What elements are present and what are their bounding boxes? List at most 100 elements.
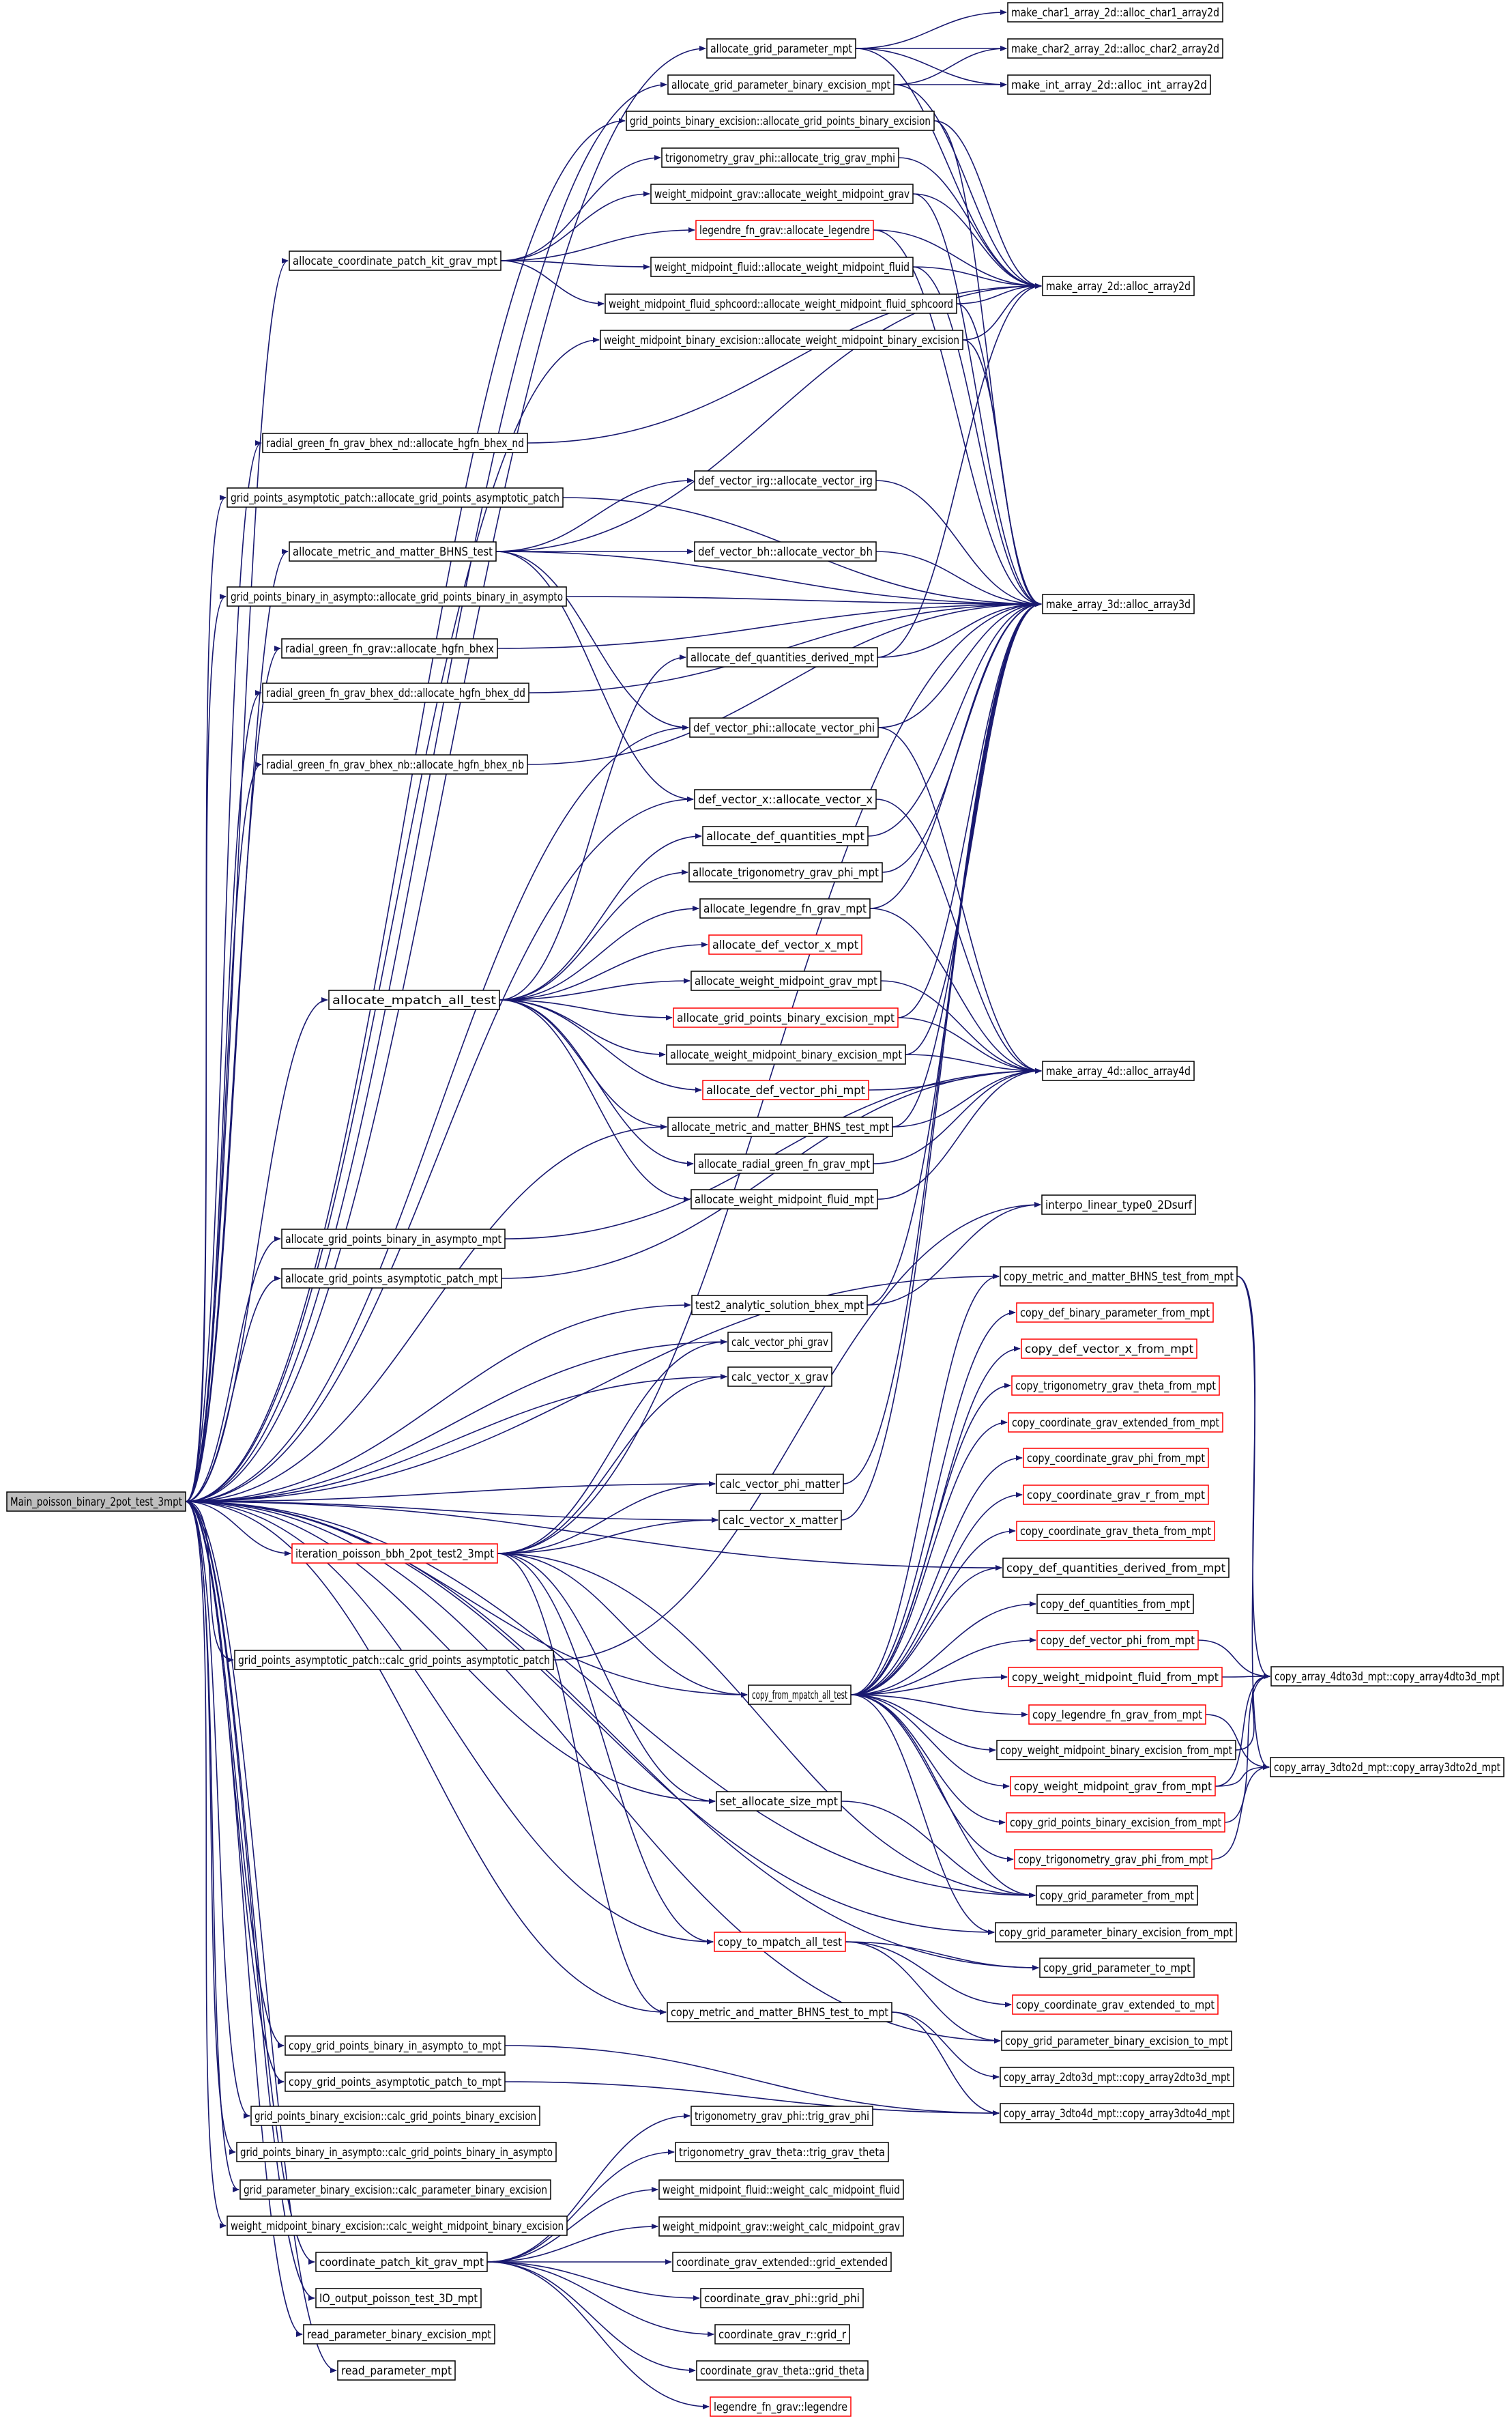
function-node[interactable]: radial_green_fn_grav::allocate_hgfn_bhex (281, 638, 498, 659)
function-node[interactable]: def_vector_x::allocate_vector_x (694, 789, 877, 809)
function-node[interactable]: copy_metric_and_matter_BHNS_test_to_mpt (667, 2002, 892, 2022)
function-node[interactable]: copy_def_binary_parameter_from_mpt (1016, 1302, 1214, 1323)
function-node[interactable]: def_vector_phi::allocate_vector_phi (689, 717, 879, 738)
function-node[interactable]: allocate_grid_parameter_binary_excision_… (667, 74, 895, 95)
function-node[interactable]: weight_midpoint_grav::weight_calc_midpoi… (658, 2216, 904, 2237)
function-node[interactable]: copy_array_2dto3d_mpt::copy_array2dto3d_… (1000, 2067, 1234, 2087)
function-node[interactable]: trigonometry_grav_phi::trig_grav_phi (690, 2106, 873, 2126)
function-node[interactable]: def_vector_bh::allocate_vector_bh (694, 541, 877, 562)
function-node[interactable]: grid_points_binary_excision::allocate_gr… (626, 111, 935, 131)
function-node[interactable]: grid_points_asymptotic_patch::calc_grid_… (234, 1650, 554, 1670)
function-node[interactable]: allocate_grid_points_binary_in_asympto_m… (281, 1229, 506, 1249)
function-node[interactable]: allocate_def_vector_x_mpt (708, 934, 862, 955)
function-node[interactable]: Main_poisson_binary_2pot_test_3mpt (6, 1491, 186, 1512)
function-node[interactable]: weight_midpoint_binary_excision::calc_we… (227, 2216, 568, 2236)
function-node[interactable]: grid_points_asymptotic_patch::allocate_g… (227, 487, 564, 508)
function-node[interactable]: grid_points_binary_excision::calc_grid_p… (250, 2106, 540, 2126)
function-node[interactable]: allocate_grid_parameter_mpt (706, 38, 856, 59)
function-node[interactable]: allocate_radial_green_fn_grav_mpt (694, 1153, 874, 1174)
function-node[interactable]: allocate_weight_midpoint_binary_excision… (666, 1044, 906, 1065)
function-node[interactable]: allocate_weight_midpoint_fluid_mpt (690, 1189, 878, 1209)
function-node[interactable]: IO_output_poisson_test_3D_mpt (315, 2288, 482, 2308)
function-node[interactable]: copy_grid_parameter_from_mpt (1036, 1885, 1198, 1906)
function-node[interactable]: allocate_weight_midpoint_grav_mpt (690, 971, 882, 991)
function-node[interactable]: weight_midpoint_grav::allocate_weight_mi… (650, 184, 914, 204)
function-node[interactable]: iteration_poisson_bbh_2pot_test2_3mpt (291, 1543, 498, 1564)
function-node[interactable]: allocate_def_vector_phi_mpt (702, 1080, 869, 1100)
function-node[interactable]: copy_weight_midpoint_binary_excision_fro… (996, 1740, 1236, 1760)
function-node[interactable]: trigonometry_grav_theta::trig_grav_theta (675, 2142, 889, 2162)
function-node[interactable]: allocate_def_quantities_derived_mpt (686, 647, 878, 668)
function-node[interactable]: copy_array_3dto2d_mpt::copy_array3dto2d_… (1270, 1757, 1504, 1777)
function-node[interactable]: copy_trigonometry_grav_theta_from_mpt (1011, 1375, 1220, 1396)
function-node[interactable]: copy_weight_midpoint_fluid_from_mpt (1008, 1667, 1223, 1687)
function-node[interactable]: copy_legendre_fn_grav_from_mpt (1028, 1704, 1206, 1725)
function-node[interactable]: copy_def_quantities_from_mpt (1036, 1594, 1194, 1614)
function-node[interactable]: copy_grid_points_binary_in_asympto_to_mp… (285, 2035, 506, 2056)
function-node[interactable]: make_array_4d::alloc_array4d (1042, 1061, 1195, 1081)
function-node[interactable]: allocate_grid_points_binary_excision_mpt (673, 1007, 899, 1028)
function-node[interactable]: allocate_grid_points_asymptotic_patch_mp… (281, 1268, 502, 1289)
function-node[interactable]: grid_points_binary_in_asympto::allocate_… (227, 586, 567, 607)
function-node[interactable]: allocate_mpatch_all_test (328, 990, 500, 1010)
function-node[interactable]: weight_midpoint_fluid_sphcoord::allocate… (605, 293, 957, 314)
function-node[interactable]: allocate_coordinate_patch_kit_grav_mpt (289, 250, 501, 271)
function-node[interactable]: grid_points_binary_in_asympto::calc_grid… (236, 2142, 557, 2162)
function-node[interactable]: radial_green_fn_grav_bhex_dd::allocate_h… (262, 683, 529, 703)
function-node[interactable]: coordinate_grav_theta::grid_theta (696, 2360, 869, 2381)
function-node[interactable]: weight_midpoint_fluid::allocate_weight_m… (650, 257, 914, 277)
function-node[interactable]: copy_from_mpatch_all_test (748, 1684, 852, 1705)
function-node[interactable]: allocate_metric_and_matter_BHNS_test_mpt (667, 1117, 893, 1137)
function-node[interactable]: def_vector_irg::allocate_vector_irg (694, 470, 877, 491)
function-node[interactable]: grid_parameter_binary_excision::calc_par… (239, 2179, 551, 2200)
function-node[interactable]: calc_vector_x_grav (727, 1366, 832, 1387)
function-node[interactable]: copy_def_vector_phi_from_mpt (1036, 1630, 1199, 1650)
function-node[interactable]: interpo_linear_type0_2Dsurf (1041, 1194, 1196, 1215)
function-node[interactable]: coordinate_grav_r::grid_r (714, 2324, 850, 2345)
function-node[interactable]: allocate_def_quantities_mpt (702, 826, 869, 846)
function-node[interactable]: radial_green_fn_grav_bhex_nd::allocate_h… (262, 433, 528, 453)
function-node[interactable]: make_char1_array_2d::alloc_char1_array2d (1007, 2, 1223, 23)
function-node[interactable]: make_char2_array_2d::alloc_char2_array2d (1007, 38, 1223, 59)
function-node[interactable]: copy_def_quantities_derived_from_mpt (1002, 1558, 1230, 1578)
function-node[interactable]: coordinate_patch_kit_grav_mpt (315, 2252, 488, 2272)
function-node[interactable]: copy_coordinate_grav_theta_from_mpt (1016, 1521, 1215, 1541)
function-node[interactable]: copy_coordinate_grav_extended_to_mpt (1012, 1994, 1219, 2015)
function-node[interactable]: allocate_metric_and_matter_BHNS_test (289, 541, 497, 562)
function-node[interactable]: trigonometry_grav_phi::allocate_trig_gra… (661, 147, 899, 168)
function-node[interactable]: copy_grid_parameter_to_mpt (1039, 1958, 1195, 1978)
function-node[interactable]: read_parameter_binary_excision_mpt (303, 2324, 495, 2345)
function-node[interactable]: weight_midpoint_binary_excision::allocat… (600, 330, 963, 350)
function-node[interactable]: copy_coordinate_grav_r_from_mpt (1023, 1485, 1209, 1505)
function-node[interactable]: copy_grid_parameter_binary_excision_from… (995, 1922, 1237, 1942)
function-node[interactable]: coordinate_grav_phi::grid_phi (700, 2288, 864, 2308)
function-node[interactable]: copy_def_vector_x_from_mpt (1021, 1338, 1197, 1359)
function-node[interactable]: radial_green_fn_grav_bhex_nb::allocate_h… (262, 754, 528, 775)
function-node[interactable]: read_parameter_mpt (337, 2360, 456, 2381)
function-node[interactable]: make_array_2d::alloc_array2d (1042, 276, 1195, 296)
function-node[interactable]: copy_trigonometry_grav_phi_from_mpt (1014, 1849, 1212, 1869)
function-node[interactable]: copy_grid_points_asymptotic_patch_to_mpt (285, 2071, 506, 2092)
function-node[interactable]: make_array_3d::alloc_array3d (1042, 594, 1195, 614)
function-node[interactable]: copy_coordinate_grav_phi_from_mpt (1023, 1448, 1209, 1468)
function-node[interactable]: legendre_fn_grav::allocate_legendre (695, 220, 874, 240)
function-node[interactable]: allocate_trigonometry_grav_phi_mpt (688, 862, 883, 883)
function-node[interactable]: copy_grid_points_binary_excision_from_mp… (1006, 1812, 1225, 1833)
function-node[interactable]: copy_weight_midpoint_grav_from_mpt (1010, 1776, 1216, 1796)
function-node[interactable]: copy_array_4dto3d_mpt::copy_array4dto3d_… (1270, 1666, 1504, 1687)
function-node[interactable]: set_allocate_size_mpt (716, 1791, 842, 1811)
function-node[interactable]: legendre_fn_grav::legendre (710, 2396, 852, 2417)
function-node[interactable]: copy_array_3dto4d_mpt::copy_array3dto4d_… (1000, 2103, 1234, 2123)
function-node[interactable]: copy_grid_parameter_binary_excision_to_m… (1001, 2031, 1232, 2051)
function-node[interactable]: test2_analytic_solution_bhex_mpt (691, 1295, 868, 1315)
function-node[interactable]: copy_metric_and_matter_BHNS_test_from_mp… (1000, 1266, 1238, 1287)
function-node[interactable]: calc_vector_phi_matter (716, 1474, 844, 1494)
function-node[interactable]: copy_to_mpatch_all_test (714, 1932, 846, 1952)
function-node[interactable]: make_int_array_2d::alloc_int_array2d (1007, 74, 1211, 95)
function-node[interactable]: allocate_legendre_fn_grav_mpt (699, 898, 871, 919)
function-node[interactable]: calc_vector_x_matter (718, 1510, 842, 1530)
function-node[interactable]: coordinate_grav_extended::grid_extended (672, 2252, 892, 2272)
function-node[interactable]: copy_coordinate_grav_extended_from_mpt (1008, 1412, 1223, 1433)
function-node[interactable]: weight_midpoint_fluid::weight_calc_midpo… (658, 2179, 904, 2200)
function-node[interactable]: calc_vector_phi_grav (727, 1332, 832, 1352)
